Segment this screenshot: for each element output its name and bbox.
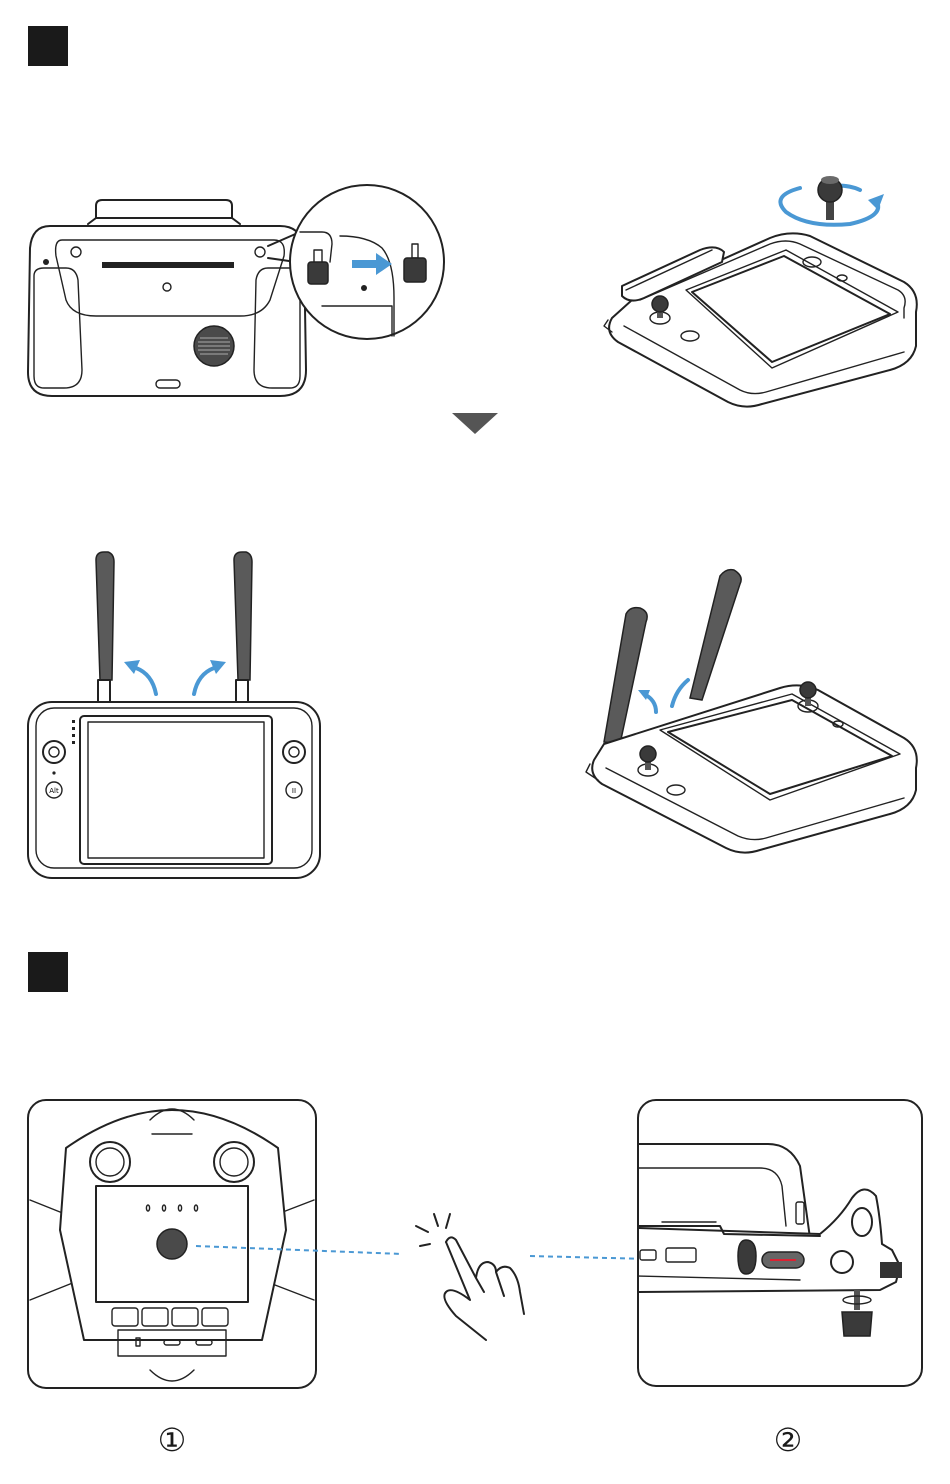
battery-power-button: [157, 1229, 187, 1259]
pause-button-label: II: [292, 787, 296, 795]
controller-side-detail-illustration: [638, 1100, 922, 1386]
alt-button-label: Alt: [49, 787, 59, 795]
controller-front-antennas-illustration: Alt II: [28, 552, 320, 878]
tap-hand-icon: [416, 1214, 524, 1340]
rotate-arrow-icon: [780, 176, 884, 225]
down-triangle-icon: [452, 413, 498, 434]
controller-tilted-illustration: [604, 233, 917, 406]
drone-battery-panel-illustration: [28, 1100, 316, 1388]
controller-tilted-antennas-illustration: [586, 570, 917, 853]
label-circle-two: ②: [768, 1420, 808, 1460]
label-circle-one: ①: [152, 1420, 192, 1460]
curved-arrow-icon: [136, 668, 156, 694]
controller-back-illustration: [28, 200, 306, 396]
